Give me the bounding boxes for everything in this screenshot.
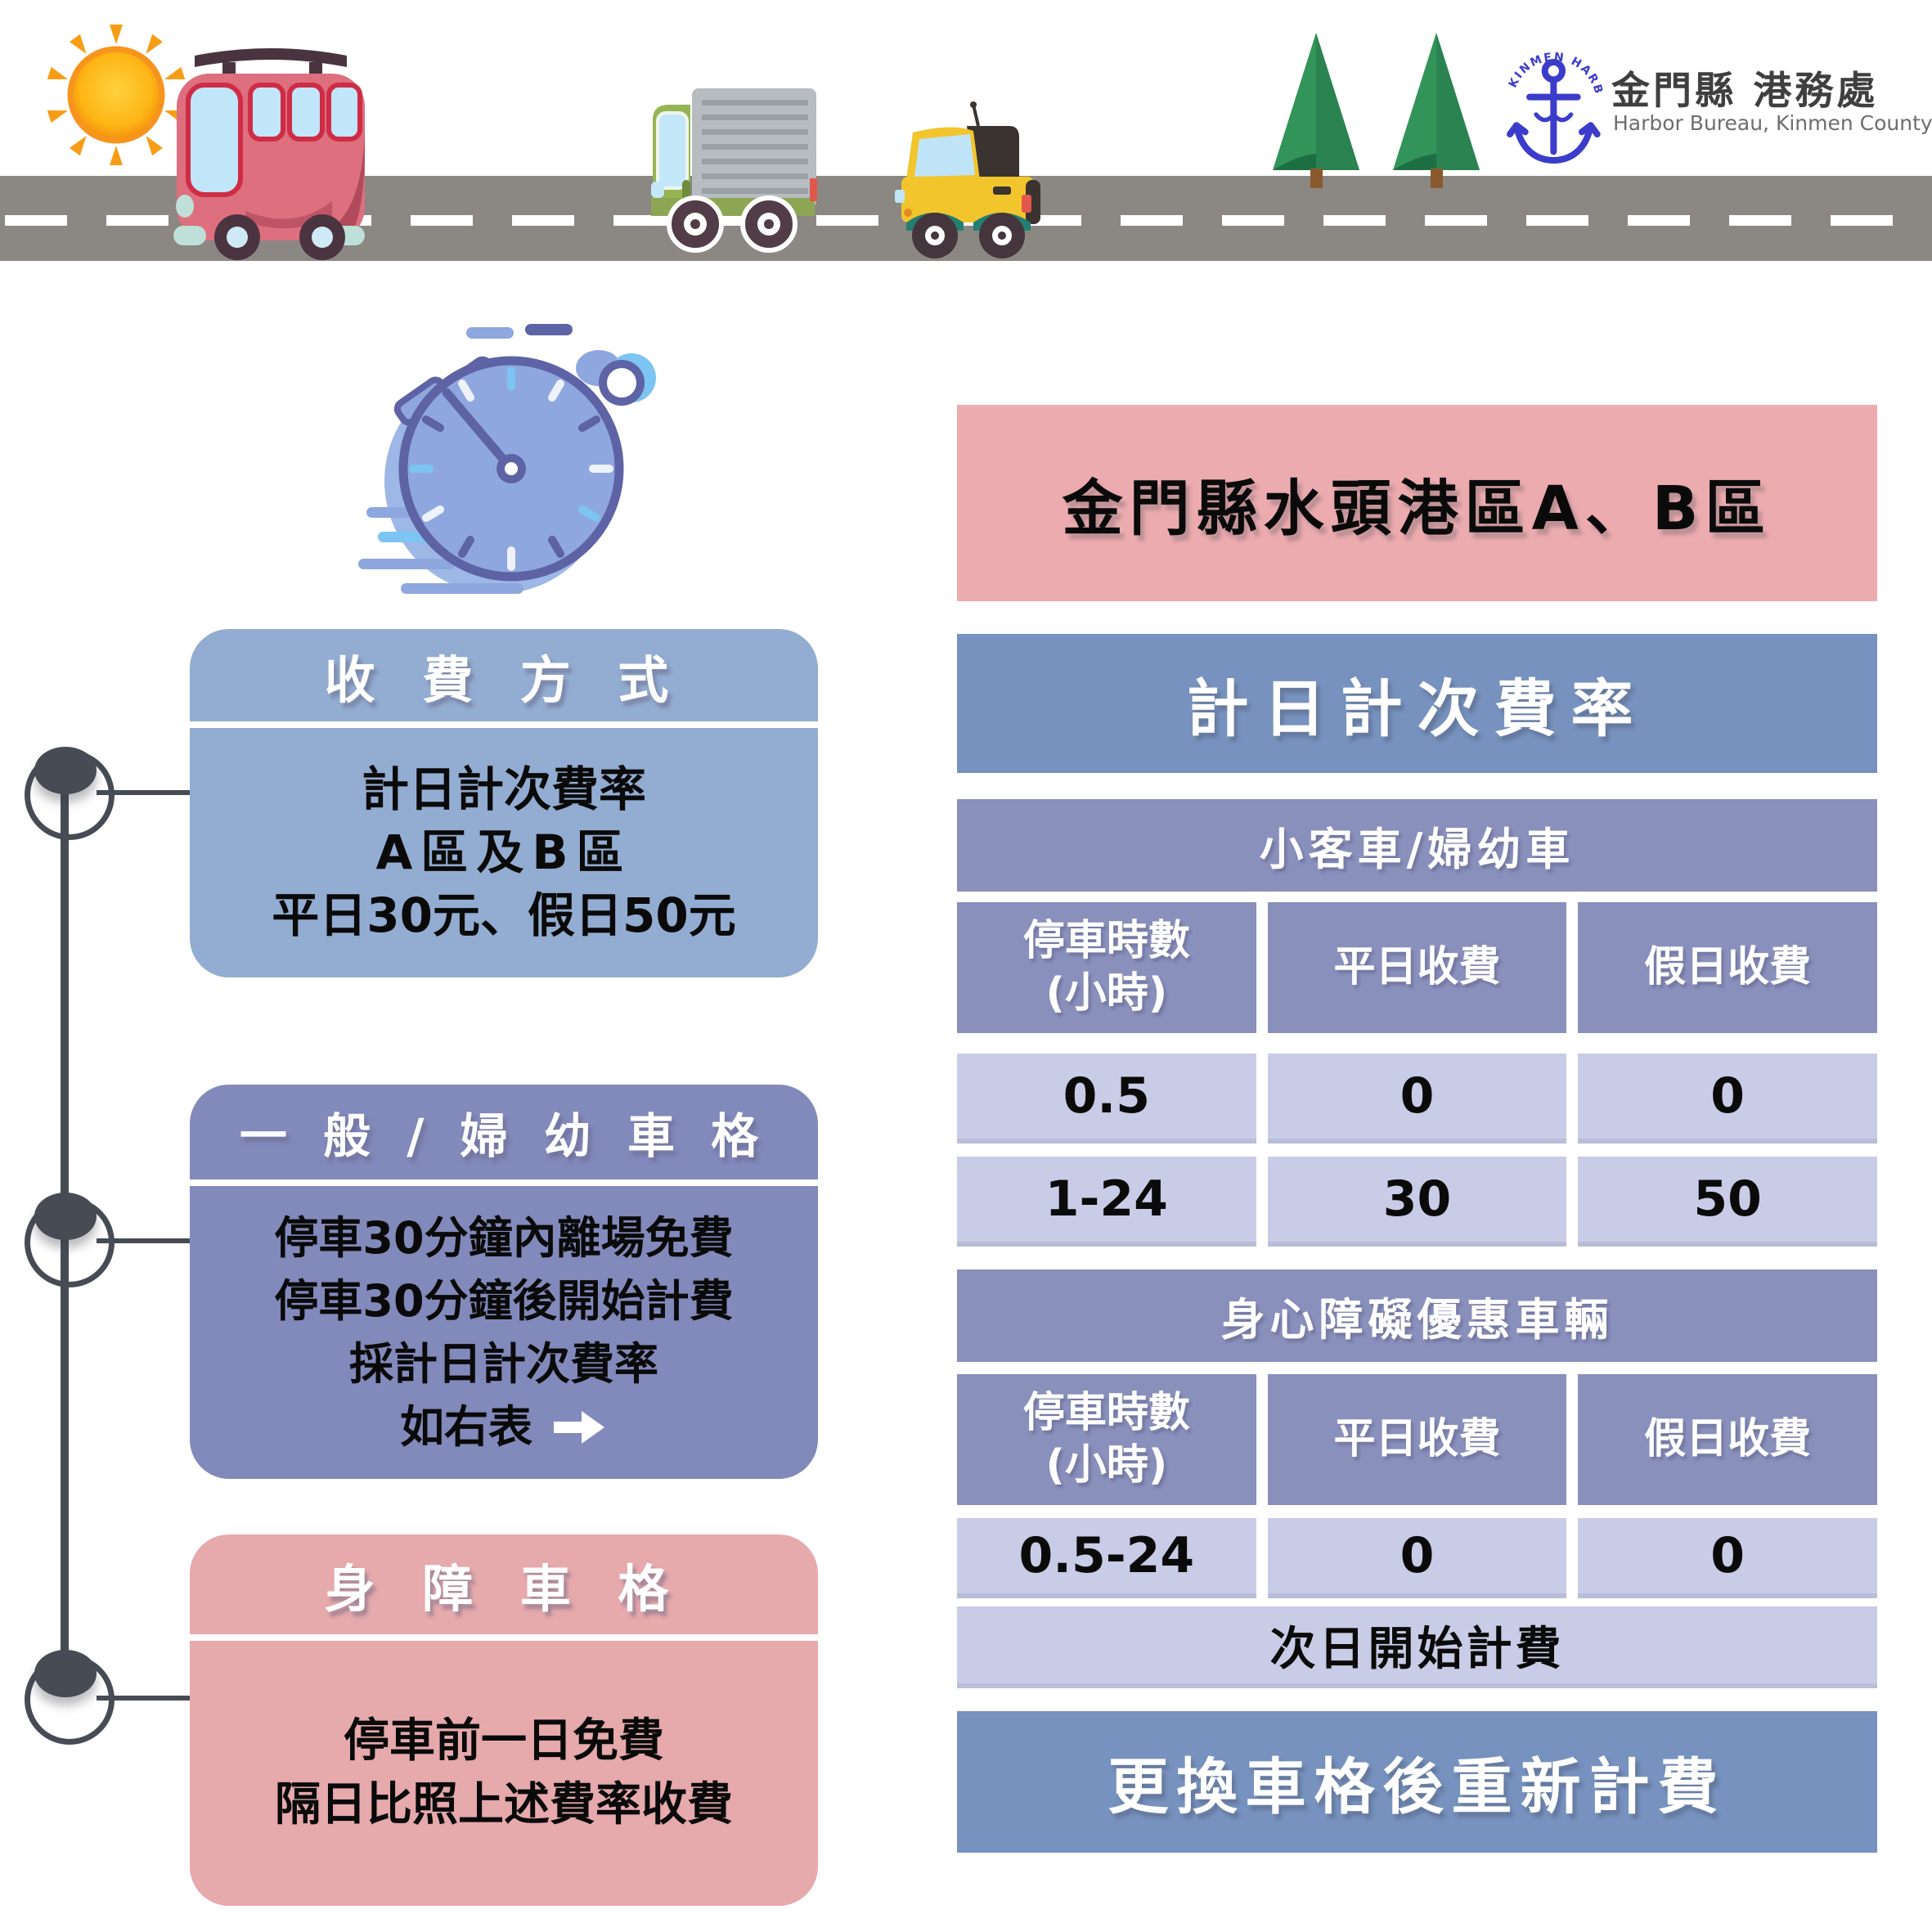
tree-icon xyxy=(1273,33,1359,188)
general-parking-box: 一 般 / 婦 幼 車 格 停車30分鐘內離場免費 停車30分鐘後開始計費 採計… xyxy=(190,1085,818,1479)
general-parking-line: 如右表 xyxy=(400,1401,532,1453)
disabled-parking-line: 停車前一日免費 xyxy=(344,1714,664,1768)
stopwatch-icon xyxy=(358,324,656,594)
box-divider xyxy=(190,1179,818,1186)
timeline-dot xyxy=(34,747,97,794)
fee-method-line: 平日30元、假日50元 xyxy=(272,887,736,943)
table2-header-row: 停車時數 (小時) 平日收費 假日收費 xyxy=(957,1374,1877,1505)
table2-header-hours: 停車時數 (小時) xyxy=(957,1374,1256,1505)
table1-cell: 30 xyxy=(1267,1157,1567,1247)
timeline-dot xyxy=(34,1650,97,1697)
timeline-connector xyxy=(97,1696,190,1701)
table1-cell: 0 xyxy=(1267,1054,1567,1143)
daily-rate-banner: 計日計次費率 xyxy=(957,634,1877,773)
fee-method-box-title: 收 費 方 式 xyxy=(324,649,684,710)
harbor-logo-anchor-icon: KINMEN HARBOR xyxy=(1503,29,1604,164)
tree-icon xyxy=(1393,33,1480,188)
table2-cell: 0 xyxy=(1267,1518,1567,1598)
general-parking-line: 停車30分鐘後開始計費 xyxy=(274,1275,734,1327)
fee-method-line: A區及B區 xyxy=(375,824,632,880)
table1-cell: 1-24 xyxy=(957,1157,1256,1247)
table1-row: 1-24 30 50 xyxy=(957,1157,1877,1247)
box-divider xyxy=(190,1634,818,1641)
fee-method-line: 計日計次費率 xyxy=(361,762,646,817)
general-parking-box-title: 一 般 / 婦 幼 車 格 xyxy=(239,1108,769,1164)
table2-cell: 0 xyxy=(1578,1518,1877,1598)
table1-row: 0.5 0 0 xyxy=(957,1054,1877,1143)
table1-cell: 0.5 xyxy=(957,1054,1256,1143)
footer-banner: 更換車格後重新計費 xyxy=(957,1711,1877,1853)
table2-header-holiday: 假日收費 xyxy=(1578,1374,1877,1505)
table1-cell: 50 xyxy=(1578,1157,1877,1247)
box-divider xyxy=(190,721,818,728)
table1-header-weekday: 平日收費 xyxy=(1267,902,1567,1033)
logo-title: 金門縣 港務處 xyxy=(1611,69,1879,114)
table2-header-weekday: 平日收費 xyxy=(1267,1374,1567,1505)
table1-cell: 0 xyxy=(1578,1054,1877,1143)
sun-icon xyxy=(47,25,186,165)
table2-row: 0.5-24 0 0 xyxy=(957,1518,1877,1598)
timeline-dot xyxy=(34,1193,97,1240)
general-parking-line: 採計日計次費率 xyxy=(349,1338,658,1390)
fee-method-box: 收 費 方 式 計日計次費率 A區及B區 平日30元、假日50元 xyxy=(190,629,818,977)
timeline-connector xyxy=(97,1238,190,1243)
arrow-right-icon xyxy=(554,1410,604,1444)
table2-note-row: 次日開始計費 xyxy=(957,1606,1877,1688)
table1-header-holiday: 假日收費 xyxy=(1578,902,1877,1033)
general-parking-line: 停車30分鐘內離場免費 xyxy=(274,1212,734,1264)
jeep-illustration xyxy=(895,101,1040,258)
table1-header-row: 停車時數 (小時) 平日收費 假日收費 xyxy=(957,902,1877,1033)
logo-subtitle: Harbor Bureau, Kinmen County xyxy=(1613,111,1932,135)
region-title-banner: 金門縣水頭港區A、B區 xyxy=(957,405,1877,601)
table1-title-banner: 小客車/婦幼車 xyxy=(957,799,1877,892)
table2-title-banner: 身心障礙優惠車輛 xyxy=(957,1269,1877,1362)
tree-trunk xyxy=(1431,168,1443,188)
timeline-connector xyxy=(97,790,190,795)
tree-trunk xyxy=(1310,168,1323,188)
disabled-parking-line: 隔日比照上述費率收費 xyxy=(275,1778,733,1831)
table1-header-hours: 停車時數 (小時) xyxy=(957,902,1256,1033)
disabled-parking-box-title: 身 障 車 格 xyxy=(324,1559,684,1619)
disabled-parking-box: 身 障 車 格 停車前一日免費 隔日比照上述費率收費 xyxy=(190,1534,818,1906)
bus-illustration xyxy=(173,48,365,260)
table2-cell: 0.5-24 xyxy=(957,1518,1256,1598)
truck-illustration xyxy=(651,88,817,253)
